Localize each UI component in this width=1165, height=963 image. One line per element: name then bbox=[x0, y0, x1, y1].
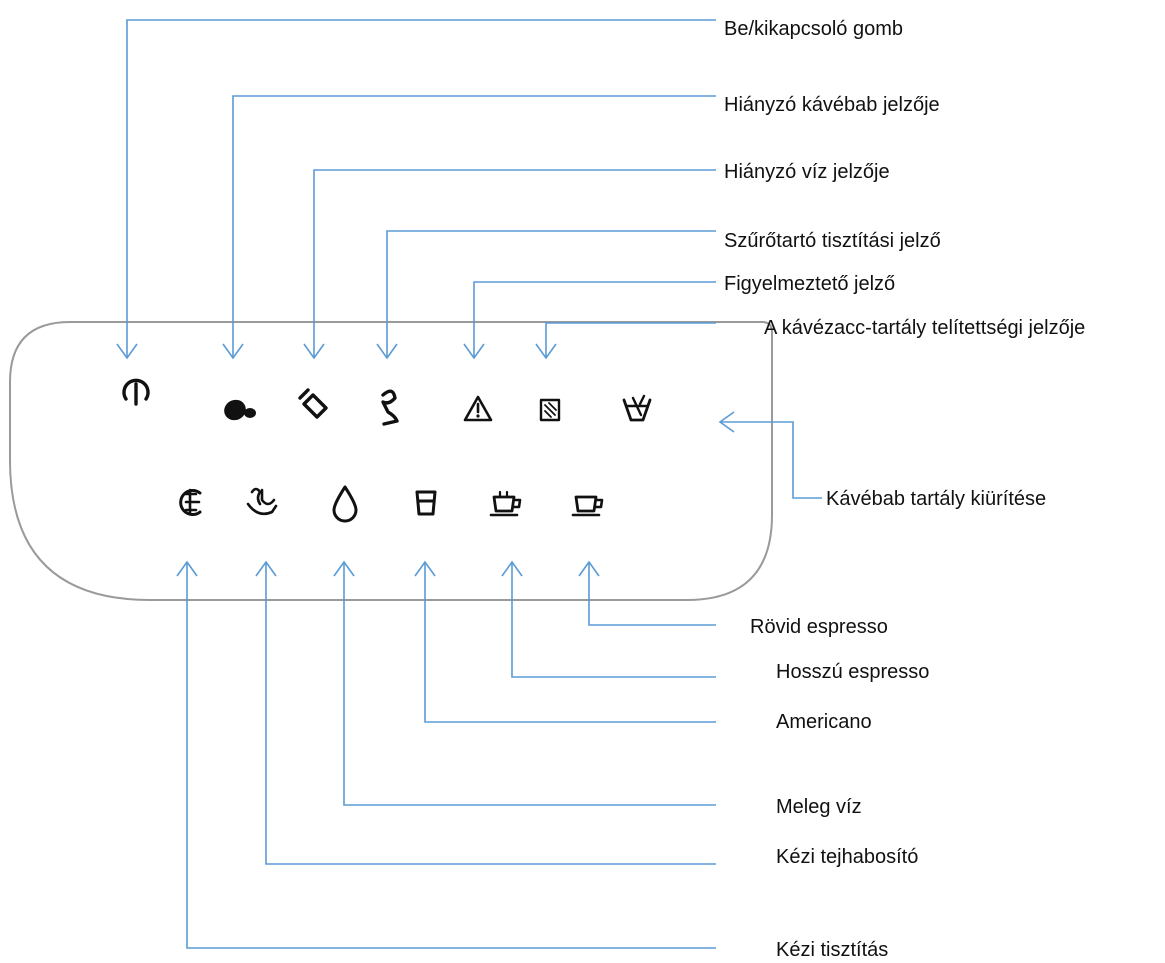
long-espresso-cup-icon[interactable] bbox=[489, 490, 522, 517]
leader-power bbox=[116, 19, 716, 360]
water-tank-icon bbox=[298, 388, 328, 419]
label-hot-water: Meleg víz bbox=[776, 796, 862, 818]
label-warning: Figyelmeztető jelző bbox=[724, 273, 895, 295]
grounds-container-icon bbox=[539, 398, 561, 422]
leader-short-espresso bbox=[578, 560, 716, 626]
leader-hot-water bbox=[333, 560, 716, 806]
empty-bean-container-icon[interactable] bbox=[622, 394, 652, 422]
filter-holder-icon bbox=[381, 389, 399, 426]
coffee-beans-icon bbox=[224, 399, 256, 421]
leader-empty-beans bbox=[718, 411, 822, 499]
leader-long-espresso bbox=[501, 560, 716, 678]
label-no-water: Hiányzó víz jelzője bbox=[724, 161, 890, 183]
leader-grounds-container bbox=[535, 322, 716, 360]
leader-no-water bbox=[303, 169, 716, 360]
leader-manual-cleaning bbox=[176, 560, 716, 949]
americano-glass-icon[interactable] bbox=[415, 490, 437, 516]
control-panel-outline bbox=[9, 321, 773, 601]
label-manual-frother: Kézi tejhabosító bbox=[776, 846, 918, 868]
leader-no-beans bbox=[222, 95, 716, 360]
label-manual-cleaning: Kézi tisztítás bbox=[776, 939, 888, 961]
leader-warning bbox=[463, 281, 716, 360]
label-long-espresso: Hosszú espresso bbox=[776, 661, 929, 683]
label-power-button: Be/kikapcsoló gomb bbox=[724, 18, 903, 40]
leader-americano bbox=[414, 560, 716, 723]
short-espresso-cup-icon[interactable] bbox=[571, 495, 604, 517]
label-no-beans: Hiányzó kávébab jelzője bbox=[724, 94, 940, 116]
power-icon[interactable] bbox=[122, 378, 150, 406]
leader-manual-frother bbox=[255, 560, 716, 865]
label-empty-bean-container: Kávébab tartály kiürítése bbox=[826, 488, 1046, 510]
hot-water-drop-icon[interactable] bbox=[332, 485, 358, 523]
warning-icon bbox=[463, 395, 493, 422]
label-filter-holder-clean: Szűrőtartó tisztítási jelző bbox=[724, 230, 941, 252]
leader-filter-holder bbox=[376, 230, 716, 360]
label-grounds-container-full: A kávézacc-tartály telítettségi jelzője bbox=[764, 317, 1085, 339]
manual-cleaning-icon[interactable] bbox=[179, 488, 202, 516]
label-americano: Americano bbox=[776, 711, 872, 733]
milk-frother-icon[interactable] bbox=[246, 487, 278, 516]
label-short-espresso: Rövid espresso bbox=[750, 616, 888, 638]
